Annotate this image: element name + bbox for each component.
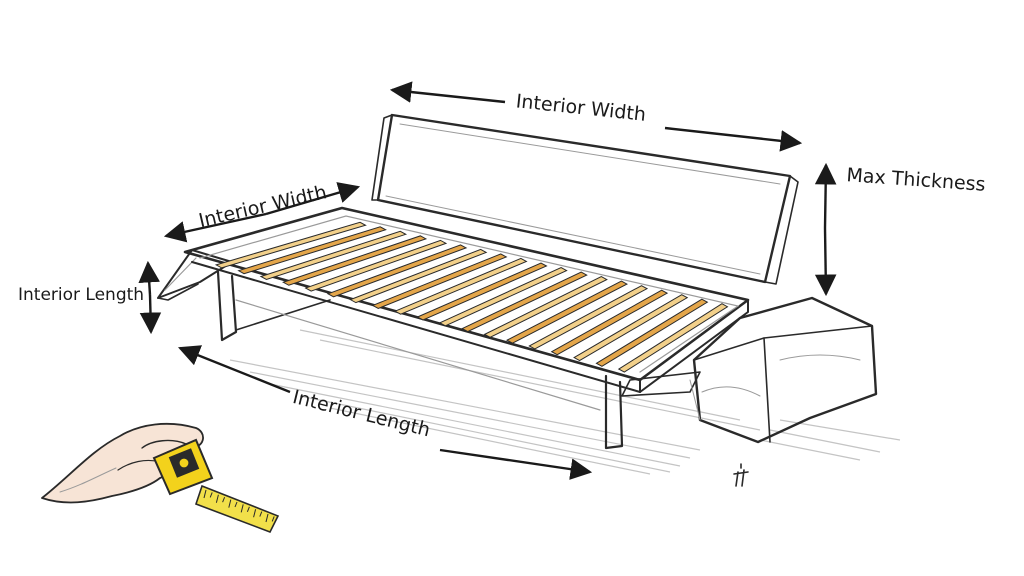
arrow-icon: [138, 260, 160, 296]
tape-tick: [234, 501, 238, 508]
floor-shadow: [229, 329, 901, 475]
side-length-label: Interior Length: [18, 285, 144, 305]
tape-tick: [209, 492, 213, 498]
slat: [550, 289, 669, 356]
slat: [595, 298, 709, 367]
seat-frame: [183, 206, 750, 397]
slat: [214, 221, 367, 269]
arrow-icon: [814, 162, 837, 229]
arrow-icon: [177, 345, 291, 394]
tape-tick: [271, 516, 275, 522]
tape-tick: [253, 509, 257, 518]
slat: [282, 235, 428, 286]
slat: [617, 303, 729, 373]
scale-figure-sketch: [733, 463, 749, 487]
slat: [237, 226, 387, 275]
arrow-icon: [139, 294, 162, 335]
arrow-icon: [265, 182, 361, 216]
arrow-icon: [439, 448, 593, 480]
side-width-label: Interior Width: [197, 181, 329, 232]
slat: [505, 280, 628, 344]
tape-measure-icon: [152, 438, 280, 534]
folded-mattress: [689, 296, 878, 444]
slat: [259, 230, 408, 281]
tape-tick: [246, 506, 250, 512]
arrow-icon: [389, 81, 506, 104]
dimension-arrows: [138, 81, 837, 480]
slat-group: [214, 221, 729, 373]
tape-tick: [203, 489, 207, 499]
slat: [371, 253, 508, 309]
tape-tick: [259, 511, 263, 517]
slat: [483, 276, 608, 338]
slat: [393, 257, 528, 315]
arrow-icon: [163, 212, 267, 243]
arrow-icon: [814, 227, 837, 297]
slat: [573, 294, 689, 362]
arrow-icon: [664, 126, 803, 152]
tape-tick: [222, 497, 226, 503]
slat: [438, 266, 568, 327]
max-thickness-label: Max Thickness: [846, 164, 986, 196]
slat: [528, 285, 649, 350]
tape-tick: [240, 504, 244, 513]
slat: [416, 262, 548, 321]
left-arm-panel: [157, 249, 233, 301]
slat: [349, 248, 488, 304]
slat: [304, 239, 448, 292]
slat: [461, 271, 588, 333]
tape-tick: [228, 499, 232, 508]
tape-tick: [215, 494, 219, 503]
backrest: [371, 113, 799, 285]
tape-tick: [265, 513, 269, 523]
slat: [326, 244, 468, 298]
top-width-label: Interior Width: [515, 90, 647, 126]
tape-ticks: [203, 489, 275, 523]
frame-legs: [216, 270, 624, 450]
